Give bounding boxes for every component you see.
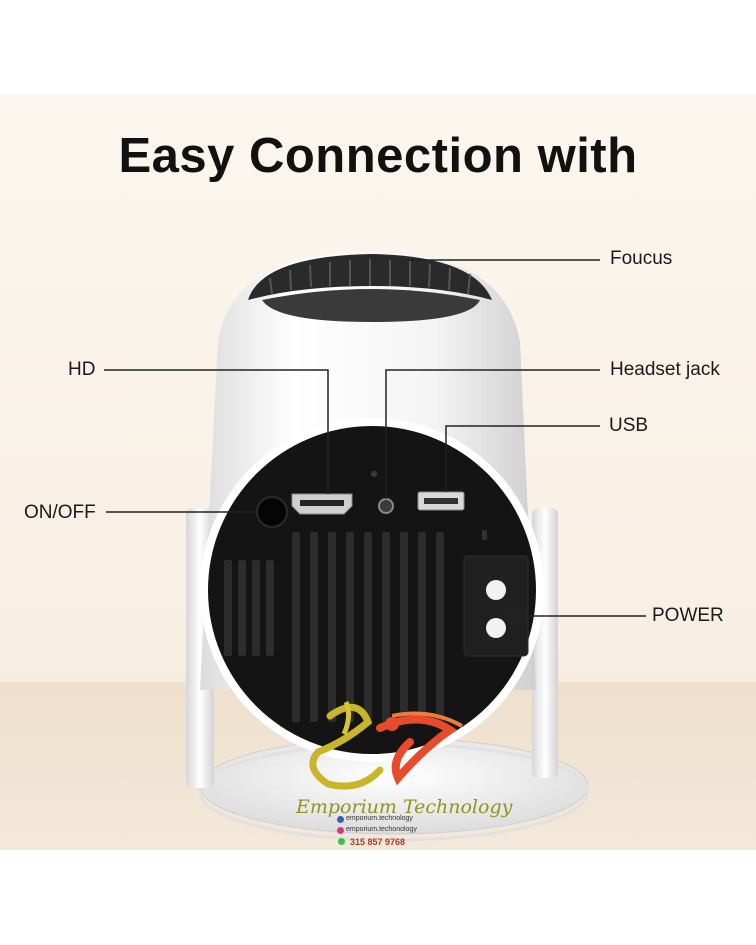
indicator-light [482, 530, 487, 540]
power-socket-pin-top [486, 580, 506, 600]
headset-jack-port [378, 498, 394, 514]
facebook-icon [337, 816, 344, 823]
callout-lines [104, 259, 646, 617]
hdmi-port-slot [300, 500, 344, 506]
hd-leader-line [104, 369, 329, 494]
power-socket [463, 555, 529, 657]
callout-usb: USB [609, 415, 649, 436]
callout-headset-jack: Headset jack [610, 359, 720, 380]
usb-port-slot [424, 498, 458, 504]
headset-leader-line [385, 369, 600, 499]
watermark-instagram: emporium.techonology [346, 826, 417, 833]
callout-hd: HD [68, 359, 96, 380]
focus-ring-grip [269, 259, 471, 295]
lens-opening [262, 289, 480, 322]
headline: Easy Connection with [118, 129, 638, 183]
watermark-phone: 315 857 9768 [350, 837, 406, 847]
watermark-facebook: emporium.technology [346, 815, 413, 822]
watermark-brand: Emporium Technology [296, 796, 513, 818]
reset-hole [371, 471, 377, 477]
brand-logo-mark [309, 701, 463, 790]
callout-on-off: ON/OFF [24, 502, 96, 523]
power-socket-pin-bottom [486, 618, 506, 638]
power-button [256, 496, 288, 528]
whatsapp-icon [338, 838, 345, 845]
usb-leader-line [445, 425, 600, 492]
callout-focus: Foucus [610, 248, 673, 269]
cooling-vents [224, 532, 444, 722]
instagram-icon [337, 827, 344, 834]
callout-power: POWER [652, 605, 724, 626]
